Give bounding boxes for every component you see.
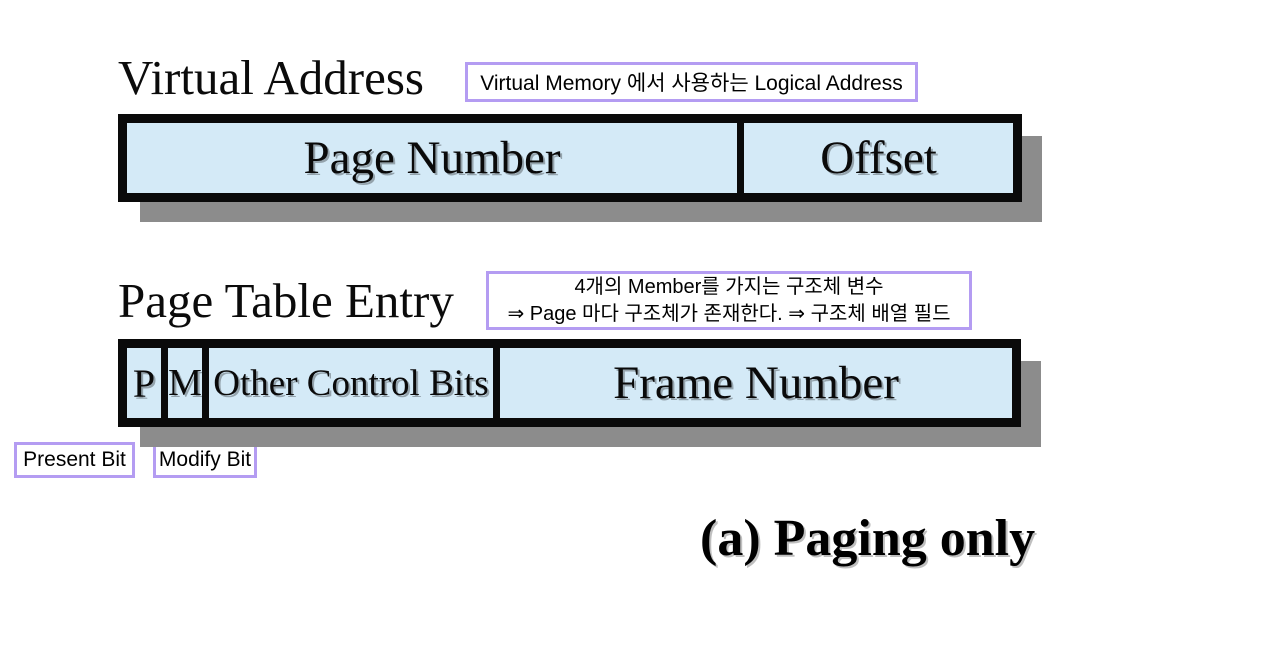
present-bit-legend: Present Bit	[14, 442, 135, 478]
page-table-entry-title: Page Table Entry	[118, 273, 454, 328]
page-table-entry-annotation-line-2: ⇒ Page 마다 구조체가 존재한다. ⇒ 구조체 배열 필드	[507, 302, 951, 325]
modify-bit-legend: Modify Bit	[153, 442, 257, 478]
figure-caption: (a) Paging only	[700, 510, 1036, 567]
field-offset: Offset	[744, 123, 1013, 193]
field-page-number: Page Number	[127, 123, 737, 193]
virtual-address-field-box: Page Number Offset	[118, 114, 1022, 202]
field-frame-number: Frame Number	[500, 348, 1012, 418]
virtual-address-title: Virtual Address	[118, 50, 424, 105]
page-table-entry-field-box: P M Other Control Bits Frame Number	[118, 339, 1021, 427]
field-other-control-bits: Other Control Bits	[209, 348, 493, 418]
field-present-bit: P	[127, 348, 161, 418]
virtual-address-annotation: Virtual Memory 에서 사용하는 Logical Address	[465, 62, 918, 102]
page-table-entry-annotation: 4개의 Member를 가지는 구조체 변수 ⇒ Page 마다 구조체가 존재…	[486, 271, 972, 330]
page-table-entry-annotation-line-1: 4개의 Member를 가지는 구조체 변수	[574, 275, 884, 298]
field-modify-bit: M	[168, 348, 202, 418]
